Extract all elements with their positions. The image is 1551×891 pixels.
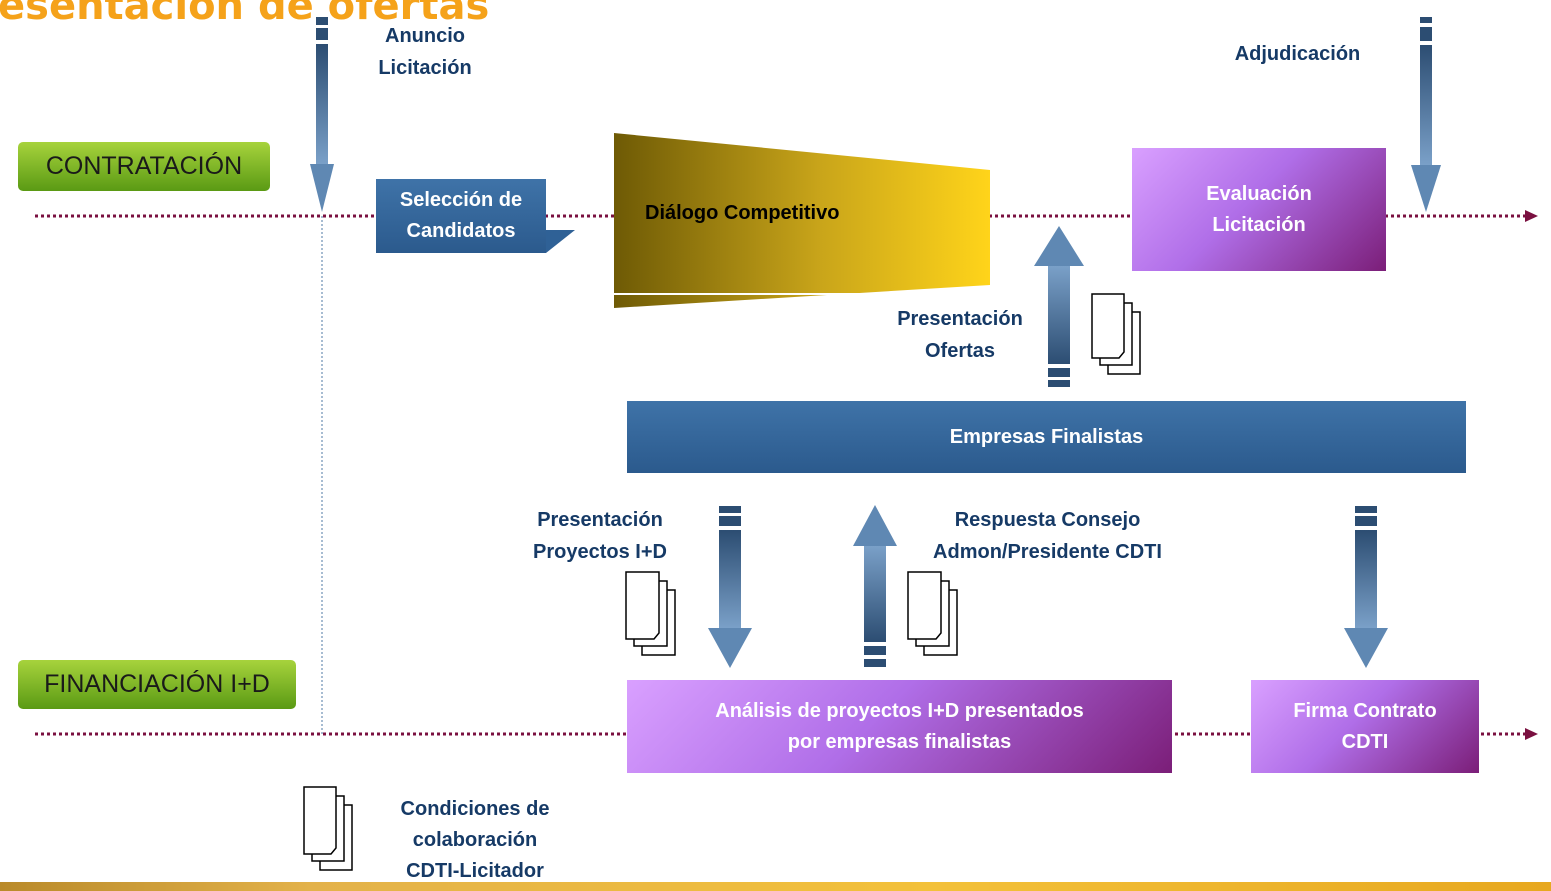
label-adjudicacion: Adjudicación	[1234, 43, 1361, 65]
box-seleccion-fold	[546, 230, 575, 253]
label-presentacion-proyectos: Presentación Proyectos I+D	[533, 509, 667, 563]
footer-strip	[0, 882, 1551, 891]
box-firma-label: Firma Contrato CDTI	[1293, 699, 1437, 753]
arrow-up-icon	[1034, 226, 1084, 387]
arrow-down-icon	[1344, 506, 1388, 668]
arrow-up-icon	[853, 505, 897, 667]
document-stack-icon	[1091, 293, 1141, 375]
box-empresas-label: Empresas Finalistas	[949, 425, 1144, 448]
label-respuesta-consejo: Respuesta Consejo Admon/Presidente CDTI	[933, 509, 1162, 563]
box-empresas-finalistas: Empresas Finalistas	[627, 401, 1466, 473]
page-title: esentación de ofertas	[0, 0, 490, 29]
arrow-down-icon	[310, 17, 334, 212]
document-stack-icon	[625, 571, 676, 656]
document-stack-icon	[303, 786, 353, 871]
box-seleccion-candidatos: Selección de Candidatos	[376, 179, 546, 253]
box-firma-contrato: Firma Contrato CDTI	[1251, 680, 1479, 773]
box-seleccion-label: Selección de Candidatos	[399, 189, 523, 242]
label-presentacion-ofertas: Presentación Ofertas	[897, 308, 1023, 362]
arrow-down-icon	[1411, 17, 1441, 212]
dialogo-shape	[614, 133, 990, 308]
box-evaluacion-licitacion: Evaluación Licitación	[1132, 148, 1386, 271]
section-financiacion: FINANCIACIÓN I+D	[18, 660, 296, 709]
document-stack-icon	[907, 571, 958, 656]
label-condiciones-colaboracion: Condiciones de colaboración CDTI-Licitad…	[400, 798, 550, 882]
box-dialogo-label: Diálogo Competitivo	[645, 202, 840, 224]
label-anuncio-licitacion: Anuncio Licitación	[378, 25, 472, 79]
arrow-down-icon	[708, 506, 752, 668]
section-contratacion: CONTRATACIÓN	[18, 142, 270, 191]
box-analisis-label: Análisis de proyectos I+D presentados po…	[715, 699, 1084, 753]
box-evaluacion-label: Evaluación Licitación	[1206, 182, 1312, 236]
box-analisis-proyectos: Análisis de proyectos I+D presentados po…	[627, 680, 1172, 773]
